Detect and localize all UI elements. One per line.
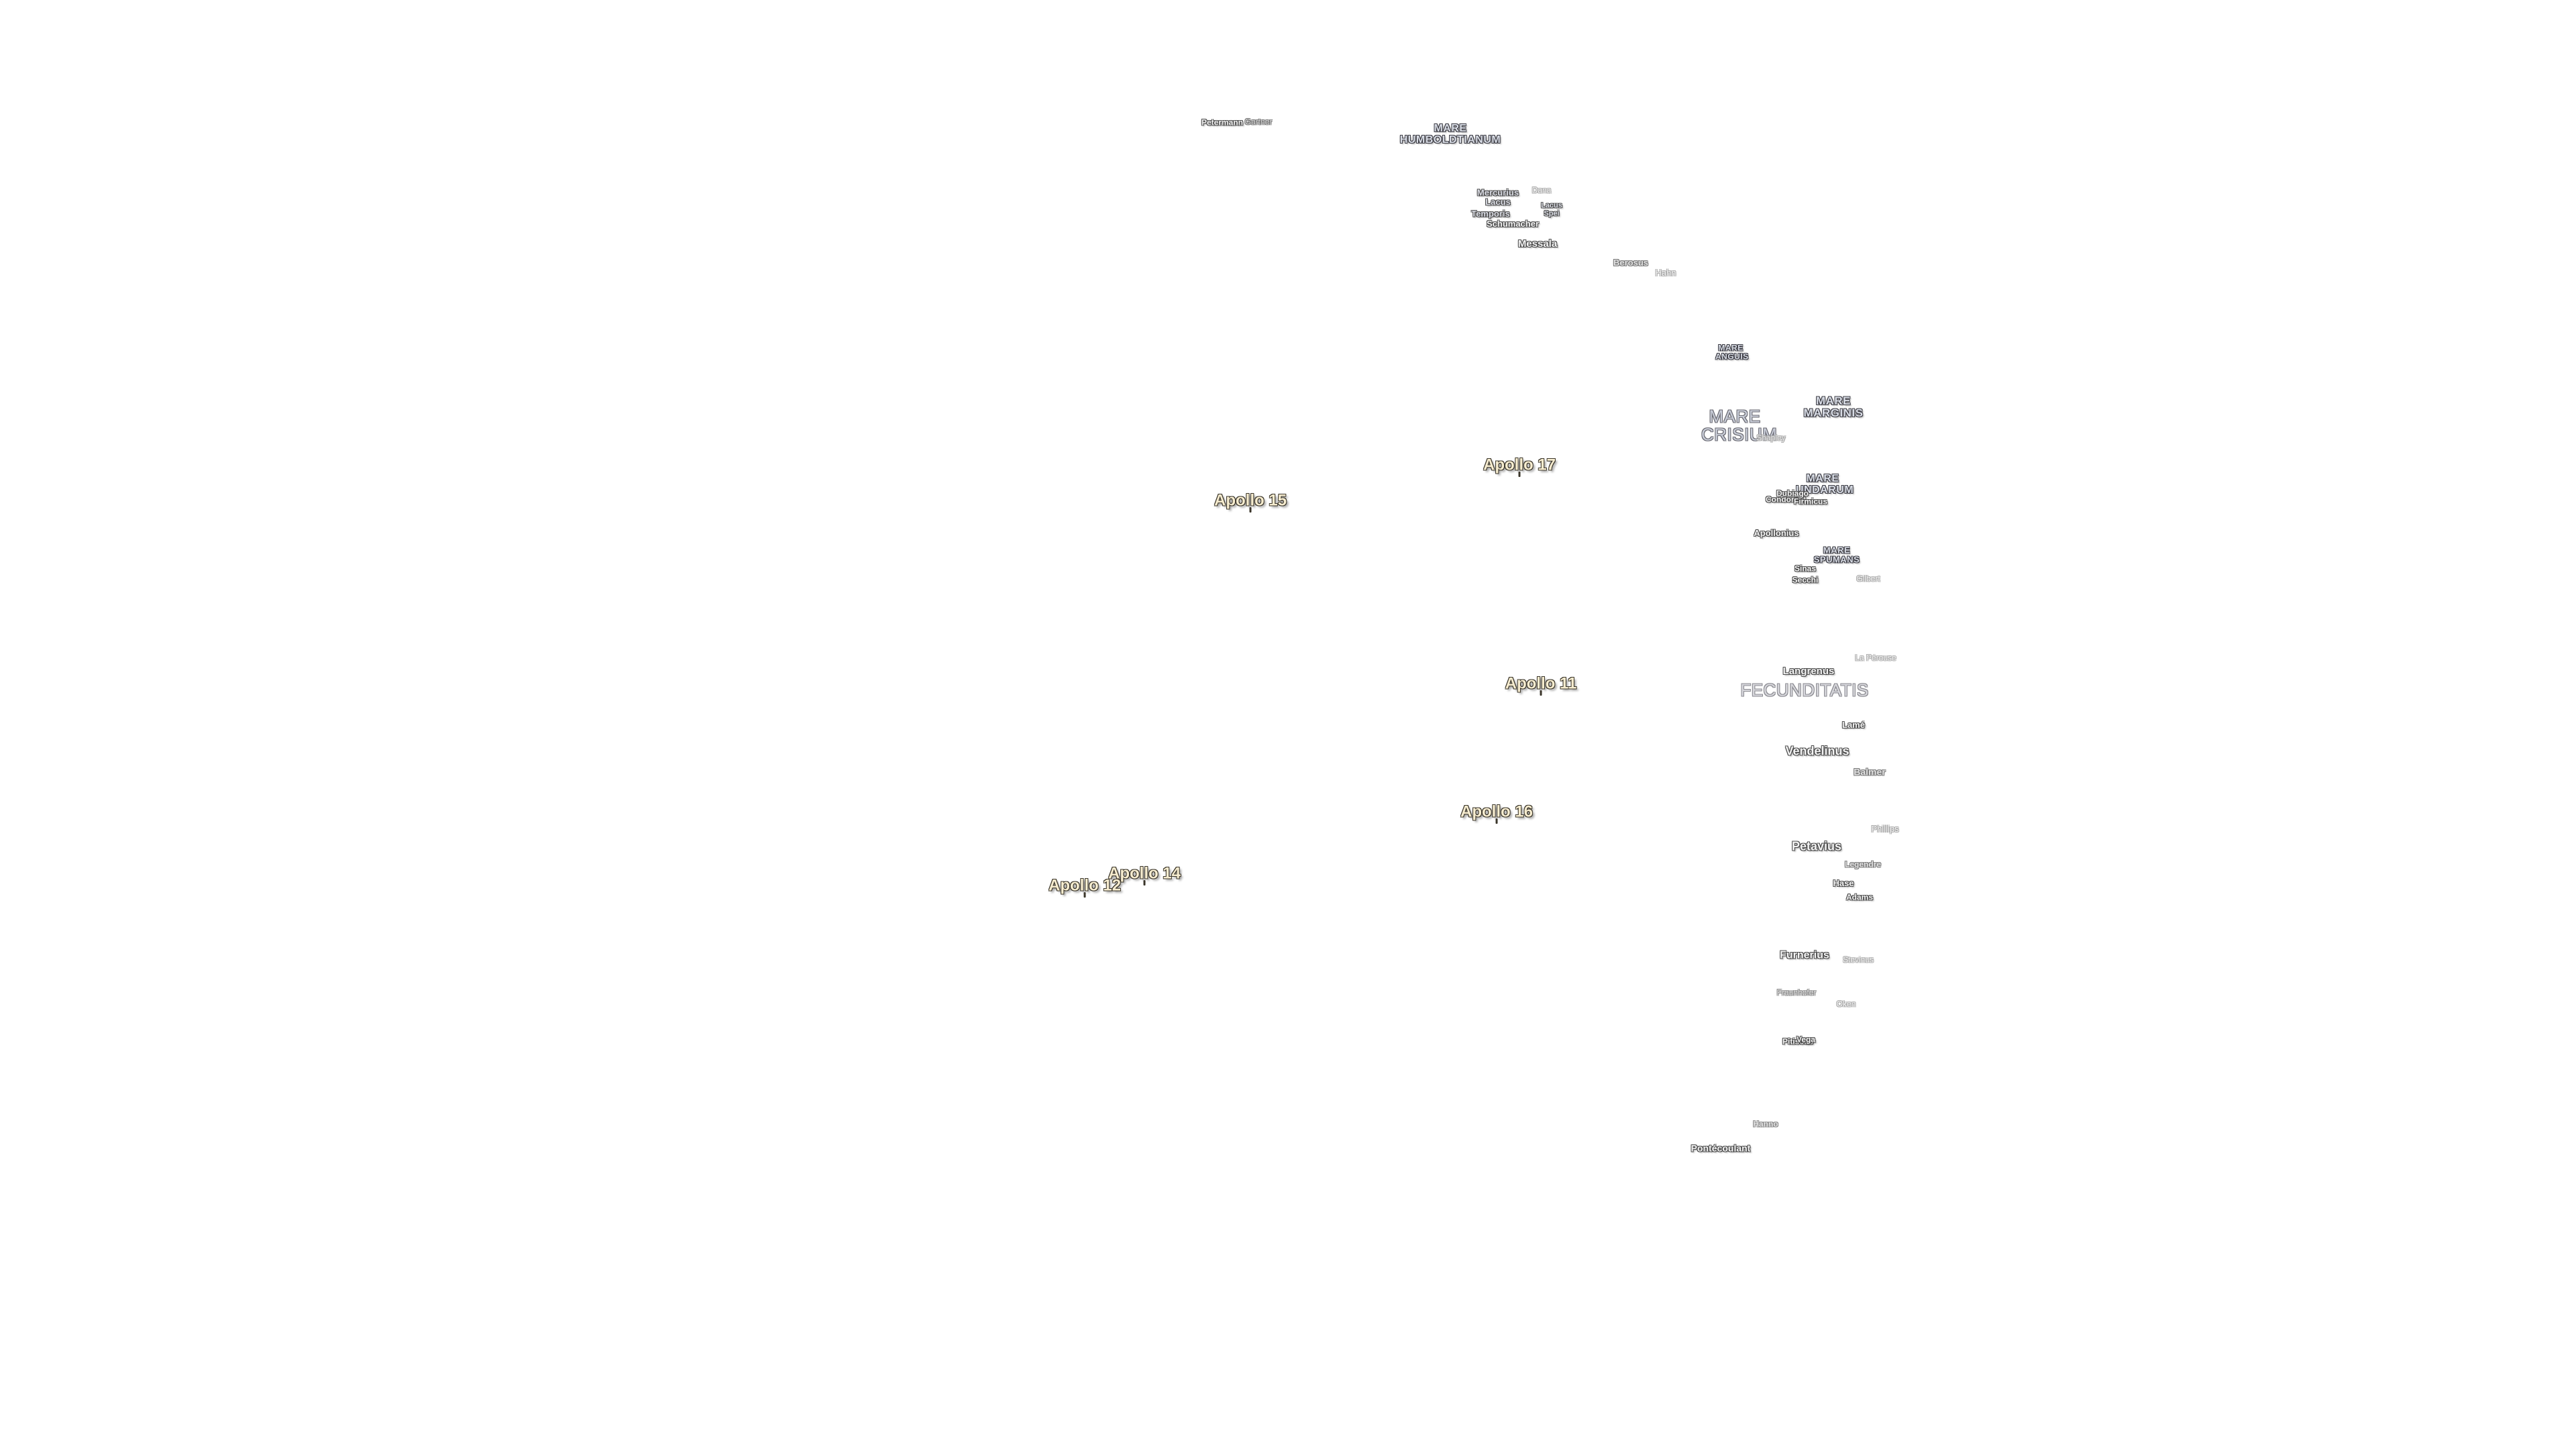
apollo-11-label[interactable]: Apollo 11 bbox=[1505, 674, 1577, 693]
apollo-14-label[interactable]: Apollo 14 bbox=[1108, 864, 1181, 883]
mare-humboldtianum-label: MARE HUMBOLDTIANUM bbox=[1399, 123, 1501, 146]
crater-langrenus-label: Langrenus bbox=[1782, 665, 1835, 678]
crater-vendelinus-label: Vendelinus bbox=[1785, 744, 1849, 758]
apollo-16-label[interactable]: Apollo 16 bbox=[1460, 802, 1534, 821]
lacus-temporis-label: Temporis bbox=[1471, 209, 1510, 219]
mare-spumans-label: MARE SPUMANS bbox=[1813, 545, 1860, 564]
apollo-15-label[interactable]: Apollo 15 bbox=[1214, 491, 1287, 510]
apollo-14-marker[interactable] bbox=[1143, 880, 1146, 885]
crater-firmicus-label: Firmicus bbox=[1793, 496, 1828, 506]
crater-hanno-label: Hanno bbox=[1753, 1119, 1778, 1129]
crater-furnerius-label: Furnerius bbox=[1780, 949, 1829, 961]
apollo-17-label[interactable]: Apollo 17 bbox=[1483, 455, 1556, 474]
crater-lame-label: Lamé bbox=[1842, 720, 1865, 731]
lacus-spei-label: Lacus Spei bbox=[1541, 201, 1562, 217]
crater-la-perouse-label: La Pérouse bbox=[1855, 653, 1896, 663]
crater-schumacher-label: Schumacher bbox=[1486, 219, 1540, 229]
mercurius-lacus-label: Mercurius Lacus bbox=[1477, 187, 1519, 207]
crater-pontecoulant-label: Pontécoulant bbox=[1690, 1142, 1751, 1154]
crater-fraunhofer-label: Fraunhofer bbox=[1776, 987, 1817, 998]
crater-petavius-label: Petavius bbox=[1791, 839, 1842, 853]
crater-pitiscus-label: Pitiscus bbox=[1782, 1036, 1814, 1046]
crater-gilbert-label: Gilbert bbox=[1856, 574, 1880, 584]
crater-hahn-label: Hahn bbox=[1655, 268, 1676, 278]
crater-balmer-label: Balmer bbox=[1854, 766, 1886, 777]
crater-dana-label: Dana bbox=[1532, 185, 1552, 195]
apollo-11-marker[interactable] bbox=[1540, 690, 1542, 696]
apollo-16-marker[interactable] bbox=[1495, 818, 1498, 824]
crater-dubiago-label: Dubiago bbox=[1776, 488, 1809, 498]
crater-secchi-label: Secchi bbox=[1792, 575, 1819, 585]
crater-legendre-label: Legendre bbox=[1844, 859, 1882, 869]
apollo-12-marker[interactable] bbox=[1083, 892, 1086, 898]
crater-sinas-label: Sinas bbox=[1794, 564, 1817, 574]
crater-messala-label: Messala bbox=[1517, 238, 1558, 250]
apollo-17-marker[interactable] bbox=[1518, 472, 1521, 477]
mare-crisium-label: MARE CRISIUM bbox=[1701, 406, 1778, 445]
crater-condorcet-label: Condorcet bbox=[1766, 494, 1806, 504]
crater-petermann-label: Petermann bbox=[1201, 117, 1244, 127]
crater-phillips-label: Phillips bbox=[1871, 824, 1899, 835]
mare-anguis-label: MARE ANGUIS bbox=[1715, 343, 1749, 361]
apollo-15-marker[interactable] bbox=[1249, 507, 1252, 513]
crater-apollonius-label: Apollonius bbox=[1754, 528, 1799, 539]
crater-adams-label: Adams bbox=[1845, 892, 1874, 902]
mare-fecunditatis-label: FECUNDITATIS bbox=[1740, 680, 1869, 700]
crater-berosus-label: Berosus bbox=[1613, 258, 1649, 268]
crater-oken-label: Oken bbox=[1836, 999, 1856, 1009]
crater-stevinus-label: Stevinus bbox=[1842, 955, 1874, 965]
crater-vega-label: Vega bbox=[1796, 1034, 1816, 1044]
apollo-12-label[interactable]: Apollo 12 bbox=[1048, 876, 1122, 895]
crater-hase-label: Hase bbox=[1833, 878, 1854, 889]
crater-shapley-label: Shapley bbox=[1756, 433, 1786, 443]
crater-gartner-label: Gartner bbox=[1244, 117, 1273, 127]
mare-undarum-label: MARE UNDARUM bbox=[1796, 473, 1854, 496]
mare-marginis-label: MARE MARGINIS bbox=[1803, 394, 1864, 419]
